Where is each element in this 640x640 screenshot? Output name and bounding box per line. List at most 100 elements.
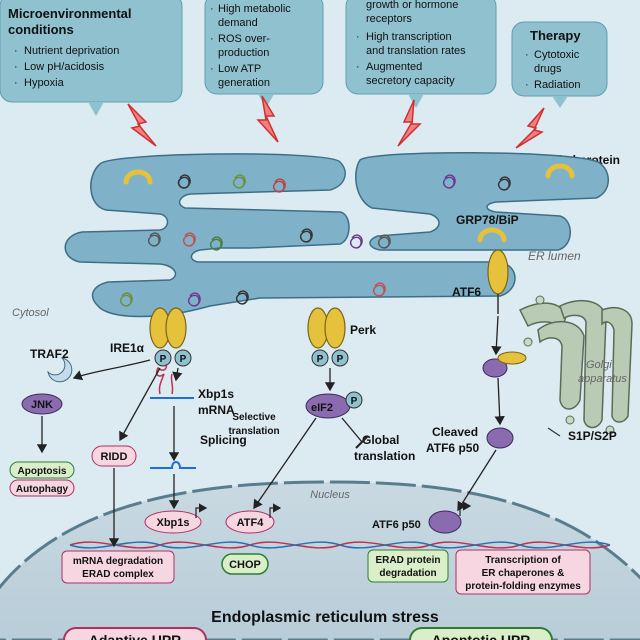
lightning-icon [397, 99, 422, 147]
xbp1s-tf-node [144, 510, 202, 534]
arrow-atf6-golgi [491, 315, 502, 356]
xbp1s-mrna-icon [155, 363, 192, 399]
ridd-badge [91, 445, 137, 467]
protein-tangle-icon [300, 228, 313, 243]
endoplasmic-reticulum [64, 152, 609, 318]
er-stress-title: Endoplasmic reticulum stress [211, 609, 439, 626]
metabolic-item-6: generation [218, 77, 270, 89]
dna-helix-icon [69, 541, 611, 549]
protein-tangle-icon [378, 234, 391, 249]
secretory-box: growth or hormone receptors · High trans… [345, 0, 497, 108]
therapy-title: Therapy [530, 28, 581, 43]
perk-receptor: P P [307, 307, 349, 367]
nucleus-label: Nucleus [310, 489, 350, 501]
jnk-node [21, 393, 63, 415]
cytosol-label: Cytosol [12, 307, 49, 319]
global-translation-label-1: Global [362, 433, 399, 447]
secretory-item-5: Augmented [366, 61, 422, 73]
spliced-mrna-icon [150, 461, 196, 469]
arrow-eif2-atf4 [253, 417, 317, 510]
atf4-tf-node [225, 510, 275, 534]
ridd-label: RIDD [101, 451, 128, 463]
grp78-icon [545, 163, 575, 179]
atf6-p50-nuclear-label: ATF6 p50 [372, 519, 421, 531]
protein-tangle-icon [498, 176, 511, 191]
lightning-icon [515, 107, 545, 149]
traf2-label: TRAF2 [30, 347, 69, 361]
golgi-apparatus [518, 299, 633, 429]
arrow-cleaved-nucleus [457, 449, 497, 512]
protein-tangle-icon [233, 174, 246, 189]
protein-tangle-icon [183, 232, 196, 247]
perk-p-2: P [337, 354, 344, 365]
atf4-tf-label: ATF4 [237, 517, 265, 529]
cleaved-atf6-label-1: Cleaved [432, 425, 478, 439]
microenv-item-3: Hypoxia [24, 77, 65, 89]
autophagy-badge [9, 479, 75, 497]
adaptive-upr-label: Adaptive UPR [89, 632, 182, 640]
global-translation-label-2: translation [354, 449, 415, 463]
grp78-icon [123, 169, 153, 185]
protein-tangle-icon [350, 234, 363, 249]
grp78-icon [477, 227, 507, 243]
therapy-item-3: Radiation [534, 79, 580, 91]
pathway-arrows [36, 315, 505, 548]
xbp1s-mrna-label-2: mRNA [198, 403, 235, 417]
metabolic-item-5: Low ATP [218, 63, 261, 75]
perk-label: Perk [350, 323, 376, 337]
splicing-label: Splicing [200, 433, 247, 447]
protein-tangle-icon [236, 290, 249, 305]
protein-tangle-icon [273, 178, 286, 193]
transcription-label-2: ER chaperones & [482, 568, 565, 579]
mrna-degradation-box [61, 550, 175, 584]
ire1a-receptor: P P [149, 307, 192, 367]
erad-degradation-label-1: ERAD protein [376, 555, 441, 566]
atf6-transit-icon [482, 358, 508, 378]
microenv-item-1: Nutrient deprivation [24, 45, 119, 57]
atf6-p50-nuclear-icon [428, 510, 462, 534]
arrow-ire1-traf2 [72, 359, 151, 381]
protein-tangle-icon [120, 292, 133, 307]
microenv-title-2: conditions [8, 22, 74, 37]
autophagy-label: Autophagy [16, 484, 69, 495]
adaptive-upr-badge [63, 627, 207, 640]
grp78-label: GRP78/BiP [456, 213, 519, 227]
mrna-degradation-label-2: ERAD complex [82, 569, 154, 580]
svg-text:·: · [356, 61, 360, 73]
secretory-item-3: High transcription [366, 31, 452, 43]
eif2-label: eIF2 [311, 402, 333, 414]
transcription-label-3: protein-folding enzymes [465, 581, 581, 592]
traf2-icon [47, 357, 73, 383]
atf6-label: ATF6 [452, 285, 481, 299]
apoptosis-label: Apoptosis [18, 466, 67, 477]
inhibit-global-translation [341, 417, 363, 443]
s1p-s2p-label: S1P/S2P [568, 429, 617, 443]
erad-degradation-label-2: degradation [379, 568, 436, 579]
golgi-label-2: apparatus [578, 373, 627, 385]
secretory-item-2: receptors [366, 13, 412, 25]
metabolic-item-3: ROS over- [218, 33, 270, 45]
metabolic-item-2: demand [218, 17, 258, 29]
atf6-transit-tail-icon [497, 351, 527, 365]
ire1a-label: IRE1α [110, 341, 145, 355]
protein-tangle-icon [177, 174, 191, 189]
svg-text:·: · [356, 31, 360, 43]
arrow-golgi-cleaved [494, 377, 505, 426]
protein-tangle-icon [443, 174, 456, 189]
secretory-item-1: growth or hormone [366, 0, 458, 11]
mrna-degradation-label-1: mRNA degradation [73, 556, 163, 567]
therapy-item-2: drugs [534, 63, 562, 75]
svg-text:·: · [525, 79, 529, 91]
arrow-ire1-mrna [172, 367, 183, 382]
cleaved-atf6-label-2: ATF6 p50 [426, 441, 479, 455]
ire1a-p-1: P [160, 354, 167, 365]
jnk-label: JNK [31, 399, 53, 411]
er-lumen-label: ER lumen [528, 249, 581, 263]
microenv-title-1: Microenvironmental [8, 6, 132, 21]
protein-tangle-icon [373, 282, 386, 297]
eif2-p: P [351, 396, 358, 407]
svg-text:·: · [210, 63, 214, 75]
golgi-label-1: Golgi [586, 359, 612, 371]
